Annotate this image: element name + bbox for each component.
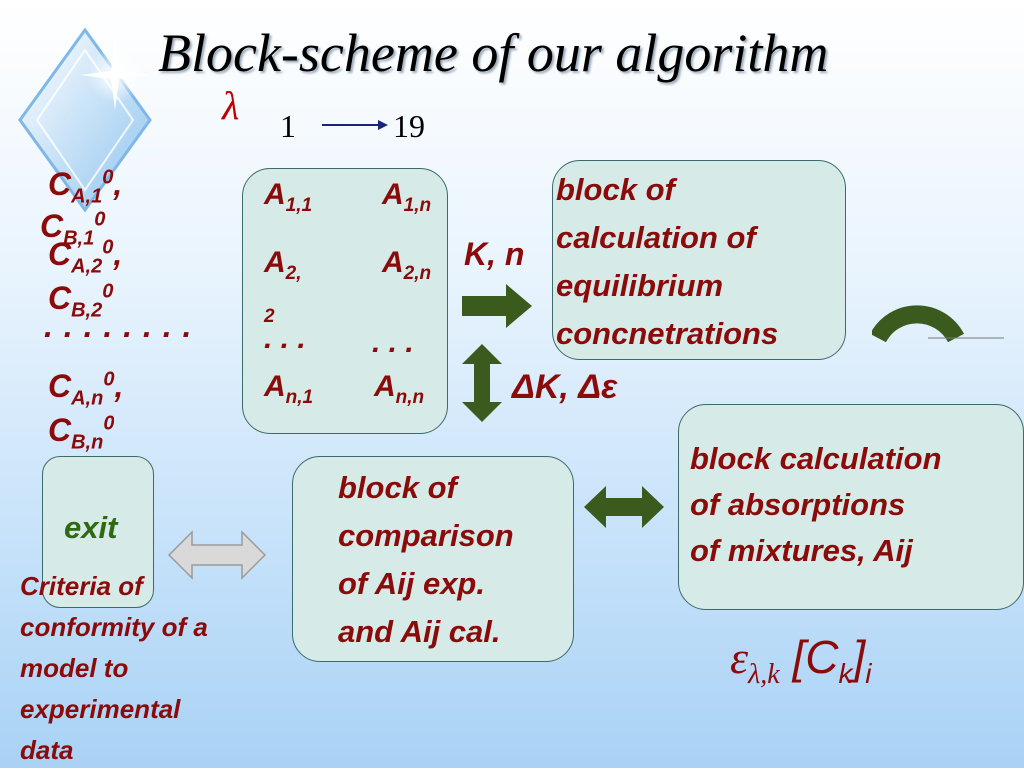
- matrix-a21-extra: 2: [264, 306, 275, 327]
- matrix-a2n: A2,n: [382, 246, 432, 284]
- matrix-a21: A2,: [264, 246, 302, 284]
- right-arrow-to-equilibrium: [462, 284, 532, 328]
- matrix-ann: An,n: [374, 370, 425, 408]
- conc-dots: . . . . . . . .: [44, 308, 193, 344]
- comparison-block: [292, 456, 574, 662]
- criteria-text: Criteria of conformity of a model to exp…: [20, 571, 208, 765]
- conc-cb1: CB,10: [40, 208, 106, 250]
- exit-block: [42, 456, 154, 608]
- matrix-dots-right: . . .: [372, 326, 414, 359]
- comparison-block-text: block of comparison of Aij exp. and Aij …: [338, 470, 514, 649]
- matrix-an1: An,1: [264, 370, 314, 408]
- lambda-symbol: λ: [222, 83, 240, 128]
- horizontal-double-arrow: [584, 486, 664, 528]
- matrix-a11: A1,1: [264, 178, 313, 216]
- page-title: Block-scheme of our algorithm: [158, 23, 829, 83]
- formula: ελ,k [Ck]i: [730, 631, 872, 691]
- exit-label: exit: [64, 510, 118, 545]
- matrix-box: [242, 168, 448, 434]
- absorption-block: [678, 404, 1024, 610]
- vertical-double-arrow: [462, 344, 502, 422]
- absorption-block-text: block calculation of absorptions of mixt…: [690, 441, 942, 568]
- conc-cb2: CB,20: [48, 280, 114, 322]
- return-arc-icon: [872, 305, 1004, 342]
- delta-k-eps-label: ΔK, Δε: [512, 368, 618, 406]
- conc-can: CA,n0,: [48, 368, 124, 410]
- matrix-dots-left: . . .: [264, 322, 306, 355]
- equilibrium-block-text: block of calculation of equilibrium conc…: [556, 172, 779, 351]
- diamond-star-logo: [18, 27, 152, 213]
- equilibrium-block: [552, 160, 846, 360]
- range-arrow: [322, 120, 388, 130]
- gray-double-arrow: [168, 530, 266, 580]
- range-from: 1: [280, 108, 296, 144]
- range-to: 19: [393, 108, 425, 144]
- kn-label: K, n: [464, 236, 525, 272]
- matrix-a1n: A1,n: [382, 178, 432, 216]
- conc-ca2: CA,20,: [48, 236, 123, 278]
- conc-cbn: CB,n0: [48, 412, 115, 452]
- conc-ca1: CA,10,: [48, 166, 123, 208]
